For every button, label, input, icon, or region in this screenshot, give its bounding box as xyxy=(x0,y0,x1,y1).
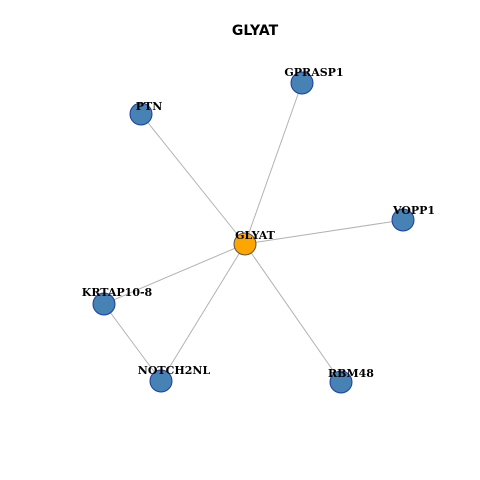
node-ptn[interactable]: PTN xyxy=(129,100,163,126)
node-krtap10-8[interactable]: KRTAP10-8 xyxy=(82,286,153,316)
edge-glyat-gprasp1 xyxy=(244,82,303,245)
node-glyat[interactable]: GLYAT xyxy=(233,229,276,256)
node-circle-notch2nl[interactable] xyxy=(149,369,173,393)
node-label-notch2nl: NOTCH2NL xyxy=(138,364,211,377)
edge-glyat-vopp1 xyxy=(244,219,404,245)
node-circle-rbm48[interactable] xyxy=(329,370,353,394)
edge-glyat-rbm48 xyxy=(244,243,342,383)
node-circle-glyat[interactable] xyxy=(233,232,257,256)
node-label-gprasp1: GPRASP1 xyxy=(284,66,343,79)
node-rbm48[interactable]: RBM48 xyxy=(328,367,374,394)
node-circle-krtap10-8[interactable] xyxy=(92,292,116,316)
node-label-glyat: GLYAT xyxy=(235,229,276,242)
node-notch2nl[interactable]: NOTCH2NL xyxy=(138,364,211,393)
node-circle-ptn[interactable] xyxy=(129,102,153,126)
node-circle-vopp1[interactable] xyxy=(391,208,415,232)
graph-title: GLYAT xyxy=(232,23,279,39)
node-label-vopp1: VOPP1 xyxy=(392,204,435,217)
node-gprasp1[interactable]: GPRASP1 xyxy=(284,66,344,95)
node-label-rbm48: RBM48 xyxy=(328,367,374,380)
edge-glyat-ptn xyxy=(140,113,246,245)
node-label-ptn: PTN xyxy=(136,100,163,113)
node-vopp1[interactable]: VOPP1 xyxy=(391,204,435,232)
node-label-krtap10-8: KRTAP10-8 xyxy=(82,286,153,299)
node-circle-gprasp1[interactable] xyxy=(290,71,314,95)
edges-layer xyxy=(103,82,404,383)
edge-glyat-notch2nl xyxy=(160,243,246,382)
edge-glyat-krtap10-8 xyxy=(103,243,246,305)
edge-krtap10-8-notch2nl xyxy=(103,303,162,382)
